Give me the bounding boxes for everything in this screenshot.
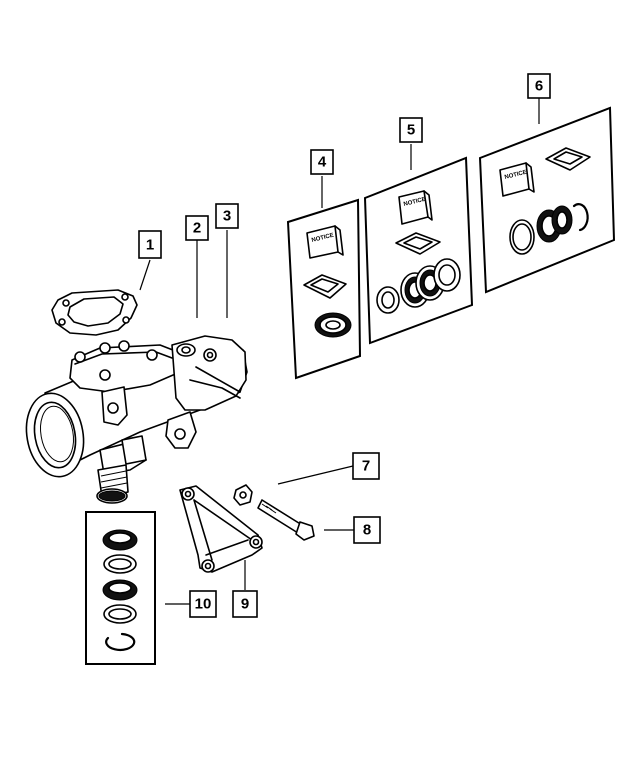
callout-8: 8 [353, 516, 381, 544]
bearing-6 [536, 205, 573, 243]
callout-2: 2 [185, 215, 209, 241]
svg-text:7: 7 [362, 458, 370, 475]
leader-lines [139, 98, 540, 605]
steering-gear-housing [25, 335, 248, 504]
seal-ring-2 [103, 554, 137, 574]
small-seal-5 [376, 286, 400, 314]
cover-gasket-part-1 [51, 289, 138, 336]
pitman-brace-part-9 [179, 485, 263, 573]
gasket-4 [303, 274, 347, 299]
svg-text:5: 5 [407, 122, 415, 139]
svg-text:4: 4 [318, 154, 327, 171]
kit-panel-part-4: NOTICE [286, 198, 362, 380]
callout-9: 9 [232, 590, 258, 618]
svg-text:3: 3 [223, 208, 231, 225]
snap-ring-6 [572, 203, 589, 232]
seal-ring-3 [102, 579, 138, 601]
seal-ring-1 [102, 529, 138, 551]
nut-part-7 [233, 484, 253, 506]
kit-panel-part-6: NOTICE [478, 106, 616, 294]
notice-booklet-5: NOTICE [398, 190, 433, 225]
callout-1: 1 [138, 230, 162, 259]
notice-booklet-4: NOTICE [306, 225, 344, 259]
callout-5: 5 [399, 117, 423, 143]
kit-panel-part-5: NOTICE [363, 156, 474, 345]
seal-ring-4 [103, 604, 137, 624]
svg-text:6: 6 [535, 78, 543, 95]
seal-kit-panel-part-10 [85, 511, 156, 665]
svg-text:8: 8 [363, 522, 371, 539]
bolt-part-8 [257, 499, 315, 541]
notice-label-5: NOTICE [403, 197, 426, 208]
callout-10: 10 [189, 590, 217, 618]
notice-label-4: NOTICE [311, 233, 334, 244]
svg-text:10: 10 [195, 596, 212, 613]
bearing-4 [314, 312, 352, 338]
svg-text:2: 2 [193, 220, 201, 237]
callout-3: 3 [215, 203, 239, 229]
o-ring-6 [509, 219, 535, 255]
callout-4: 4 [310, 149, 334, 175]
gasket-5 [395, 232, 441, 255]
svg-text:9: 9 [241, 596, 249, 613]
notice-label-6: NOTICE [504, 170, 527, 181]
gasket-6 [545, 147, 591, 171]
callout-6: 6 [527, 73, 551, 99]
callout-7: 7 [352, 452, 380, 480]
bearing-stack-5 [400, 258, 461, 308]
svg-text:1: 1 [146, 237, 154, 254]
snap-ring [105, 632, 136, 652]
notice-booklet-6: NOTICE [499, 162, 535, 197]
